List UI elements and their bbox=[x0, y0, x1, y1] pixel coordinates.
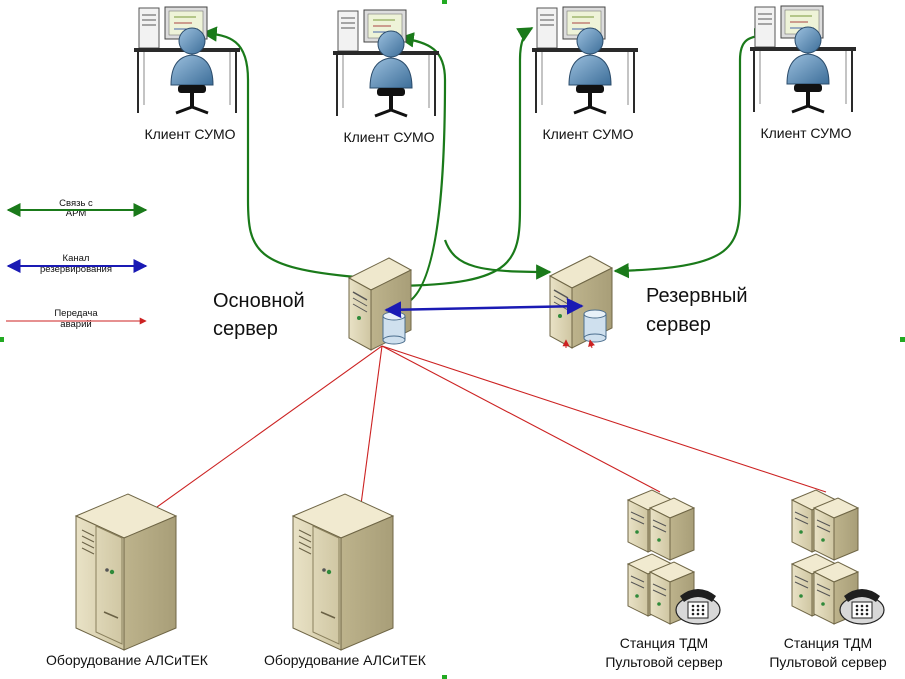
client-label: Клиент СУМО bbox=[760, 125, 851, 141]
equipment-label: Оборудование АЛСиТЕК bbox=[264, 652, 427, 668]
alarm-link-station-2 bbox=[381, 345, 827, 493]
legend-item-alarm: Передача аварий bbox=[6, 308, 147, 330]
alarm-link-equipment-2 bbox=[359, 345, 383, 513]
backup-server-label-line1: Резервный bbox=[646, 285, 748, 307]
client-label: Клиент СУМО bbox=[542, 126, 633, 142]
main-server-label-line2: сервер bbox=[213, 318, 278, 340]
station-label-line1: Станция ТДМ bbox=[620, 635, 708, 651]
station-1: Станция ТДМ Пультовой сервер bbox=[605, 489, 723, 670]
client-2: Клиент СУМО bbox=[331, 8, 441, 145]
legend-item-reserve: Канал резервирования bbox=[6, 253, 148, 275]
server-unit-icon bbox=[649, 497, 695, 561]
backup-server-label-line2: сервер bbox=[646, 314, 711, 336]
arm-link-client-3 bbox=[390, 27, 534, 294]
workstation-icon bbox=[132, 5, 242, 115]
server-icon bbox=[348, 257, 412, 351]
legend-label-line1: Канал bbox=[63, 253, 90, 264]
alarm-links bbox=[149, 345, 827, 513]
main-server: Основной сервер bbox=[213, 257, 412, 351]
legend: Связь с АРМ Канал резервирования Передач… bbox=[6, 198, 148, 330]
legend-label-line1: Передача bbox=[54, 308, 98, 319]
workstation-icon bbox=[530, 5, 640, 115]
equipment-label: Оборудование АЛСиТЕК bbox=[46, 652, 209, 668]
station-2: Станция ТДМ Пультовой сервер bbox=[769, 489, 887, 670]
main-server-label-line1: Основной bbox=[213, 290, 305, 312]
arm-links bbox=[201, 26, 770, 307]
equipment-2: Оборудование АЛСиТЕК bbox=[264, 493, 427, 668]
client-3: Клиент СУМО bbox=[530, 5, 640, 142]
cabinet-icon bbox=[75, 493, 177, 651]
legend-label-line2: аварий bbox=[60, 319, 91, 330]
client-4: Клиент СУМО bbox=[748, 4, 858, 141]
equipment-1: Оборудование АЛСиТЕК bbox=[46, 493, 209, 668]
client-label: Клиент СУМО bbox=[144, 126, 235, 142]
client-1: Клиент СУМО bbox=[132, 5, 242, 142]
reserve-link bbox=[384, 297, 584, 319]
workstation-icon bbox=[748, 4, 858, 114]
backup-alarm-markers bbox=[562, 339, 595, 349]
server-icon bbox=[549, 255, 613, 349]
arm-link-client-1 bbox=[201, 26, 357, 279]
alarm-link-station-1 bbox=[381, 345, 661, 493]
workstation-icon bbox=[331, 8, 441, 118]
client-label: Клиент СУМО bbox=[343, 129, 434, 145]
telephone-icon bbox=[675, 588, 721, 625]
arm-link-to-backup bbox=[443, 239, 552, 280]
cabinet-icon bbox=[292, 493, 394, 651]
backup-server: Резервный сервер bbox=[549, 255, 748, 349]
telephone-icon bbox=[839, 588, 885, 625]
station-label-line1: Станция ТДМ bbox=[784, 635, 872, 651]
station-label-line2: Пультовой сервер bbox=[769, 654, 887, 670]
server-unit-icon bbox=[813, 497, 859, 561]
alarm-link-equipment-1 bbox=[149, 345, 383, 513]
station-label-line2: Пультовой сервер bbox=[605, 654, 723, 670]
legend-item-arm: Связь с АРМ bbox=[6, 198, 148, 219]
arm-link-client-4 bbox=[613, 28, 770, 279]
